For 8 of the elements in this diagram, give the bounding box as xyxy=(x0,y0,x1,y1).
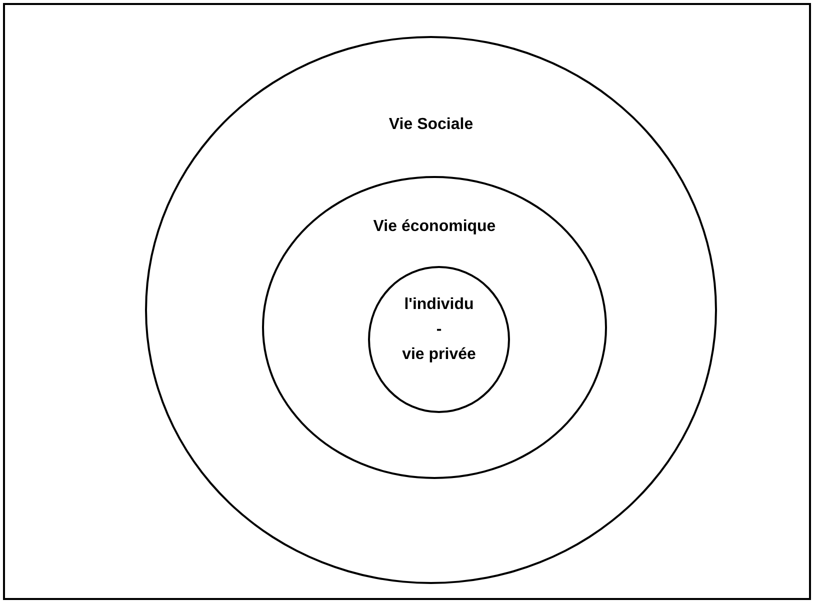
circle-label: vie privée xyxy=(402,345,476,365)
circle-label: - xyxy=(436,320,442,340)
circle xyxy=(145,36,717,584)
circle-label: l'individu xyxy=(404,295,474,315)
circle xyxy=(262,176,607,479)
circle-label: Vie Sociale xyxy=(388,115,474,135)
circle-label: Vie économique xyxy=(373,217,496,237)
circle xyxy=(368,266,510,413)
